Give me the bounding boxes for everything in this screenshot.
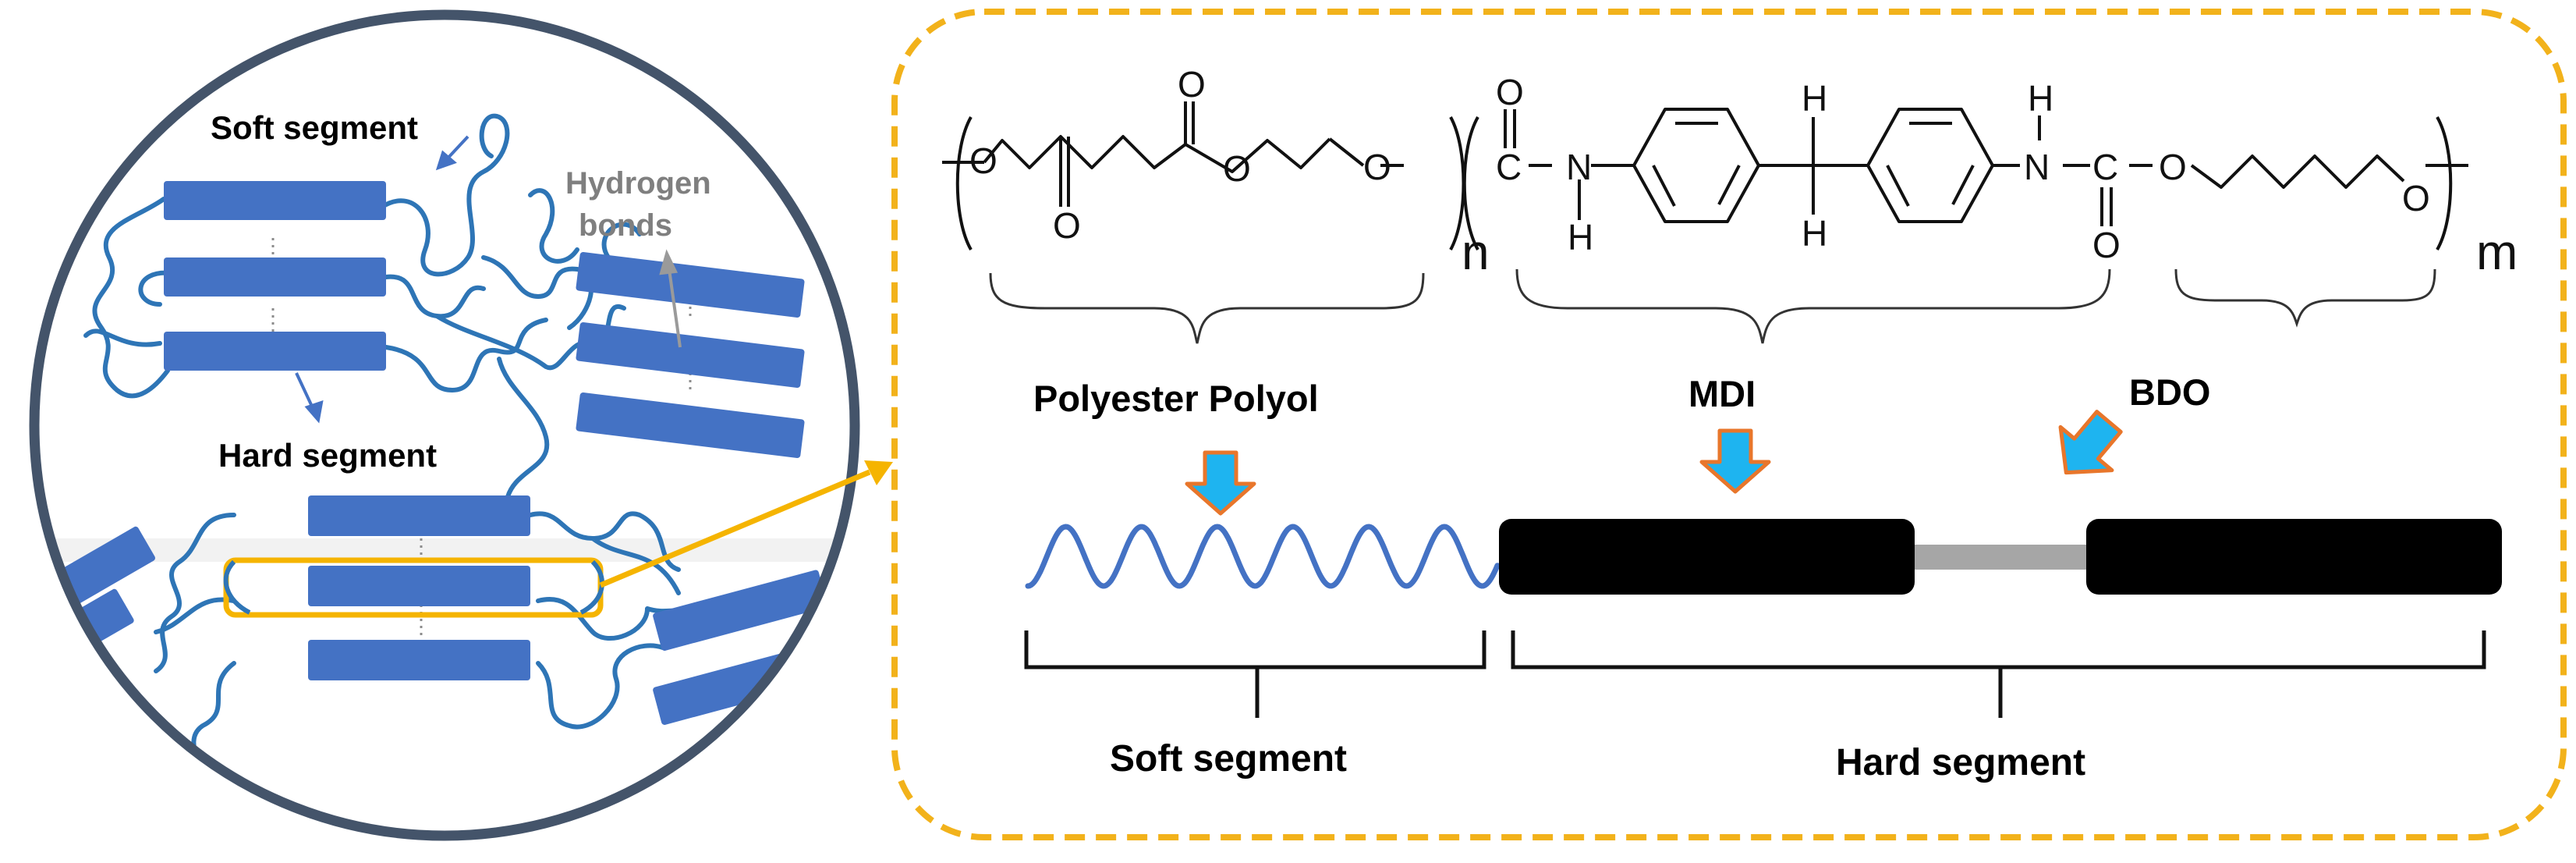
hard-segment-bar (576, 251, 805, 318)
hard-segment-bar (164, 181, 386, 220)
bdo-label: BDO (2129, 371, 2210, 413)
bracket-soft (1024, 630, 1486, 669)
atom-o: O (969, 140, 997, 181)
hard-segment-bar (164, 332, 386, 371)
segment-brackets (1024, 630, 2486, 718)
hard-block-mdi (1499, 519, 1915, 595)
polyester-backbone (983, 135, 1331, 173)
bracket-close-m (2436, 116, 2453, 250)
chain-right-hub (481, 255, 594, 502)
hbond-pointer (659, 249, 682, 348)
magnifier-circle (29, 9, 860, 841)
hydrogen-bonds-label-line1: Hydrogen (565, 166, 711, 201)
soft-segment-wave (1025, 524, 1501, 589)
hard-segment-bar (164, 257, 386, 297)
repeat-subscript-n: n (1462, 224, 1490, 280)
bracket-hard (1511, 630, 2486, 669)
rigid-hard-segments (34, 181, 827, 725)
chain-upper-left (83, 197, 174, 399)
hard-segment-bar (308, 566, 530, 606)
brace-mdi (1515, 268, 2111, 344)
atom-h: H (1802, 213, 1827, 254)
atom-o: O (1496, 72, 1524, 112)
atom-o: O (1053, 205, 1081, 246)
atom-h: H (1802, 78, 1827, 119)
benzene-ring-1 (1632, 108, 1760, 223)
hard-segment-bar (576, 392, 805, 459)
hard-segment-bottom-label: Hard segment (1836, 742, 2085, 783)
soft-segment-pointer (445, 135, 469, 162)
brace-polyester-polyol (989, 272, 1425, 344)
benzene-ring-2 (1866, 108, 1994, 223)
pointer-head (304, 400, 324, 424)
atom-h: H (1568, 217, 1593, 257)
bracket-open-m (1462, 116, 1479, 250)
atom-h: H (2028, 78, 2053, 119)
chemical-bonds (942, 101, 2468, 250)
atom-o: O (2402, 178, 2430, 218)
hard-block-right (2086, 519, 2502, 595)
chain-hooks (223, 559, 604, 615)
atom-o: O (1223, 148, 1251, 189)
detail-panel-border (891, 9, 2567, 840)
block-arrows (1185, 410, 2123, 516)
atom-o: O (1178, 64, 1206, 105)
hard-segment-bar (308, 640, 530, 680)
atom-c: C (2092, 147, 2118, 187)
chain-upper-right (380, 113, 642, 392)
bdo-chain (2190, 154, 2405, 189)
polyester-polyol-label: Polyester Polyol (1033, 378, 1319, 419)
repeat-subscript-m: m (2476, 224, 2518, 280)
bdo-linker (1915, 545, 2090, 570)
hard-segment-label: Hard segment (218, 437, 437, 474)
brace-bdo (2174, 268, 2436, 328)
label-pointers (295, 135, 469, 424)
atom-n: N (2024, 147, 2050, 187)
soft-segment-label: Soft segment (211, 109, 418, 146)
hard-segment-bar (576, 321, 805, 389)
bracket-open-n (955, 116, 973, 250)
magnified-microstructure: Soft segment Hydrogen bonds Hard segment (29, 9, 860, 841)
atom-o: O (2092, 225, 2121, 265)
pointer-head (435, 150, 457, 171)
atom-o: O (1363, 147, 1391, 187)
soft-segment-bottom-label: Soft segment (1110, 738, 1347, 780)
atom-o: O (2159, 147, 2187, 187)
arrow-bdo (2058, 410, 2123, 475)
hydrogen-bonds-label-line2: bonds (579, 208, 672, 243)
arrow-mdi (1699, 428, 1771, 494)
mdi-label: MDI (1688, 373, 1756, 414)
atom-n: N (1566, 147, 1592, 187)
hard-segment-bar (308, 495, 530, 536)
atom-c: C (1496, 147, 1522, 187)
atom-labels: O O O O O O C N H H H H N C O O O (969, 64, 2430, 265)
arrow-polyester (1185, 450, 1256, 516)
polymer-chains (52, 113, 704, 783)
hard-segment-bar (653, 570, 827, 651)
hard-segment-pointer (295, 372, 315, 410)
chemical-structure: O O O O O O C N H H H H N C O O O n m (942, 64, 2518, 280)
zoom-connector-arrow (599, 460, 893, 588)
component-braces (989, 268, 2436, 344)
